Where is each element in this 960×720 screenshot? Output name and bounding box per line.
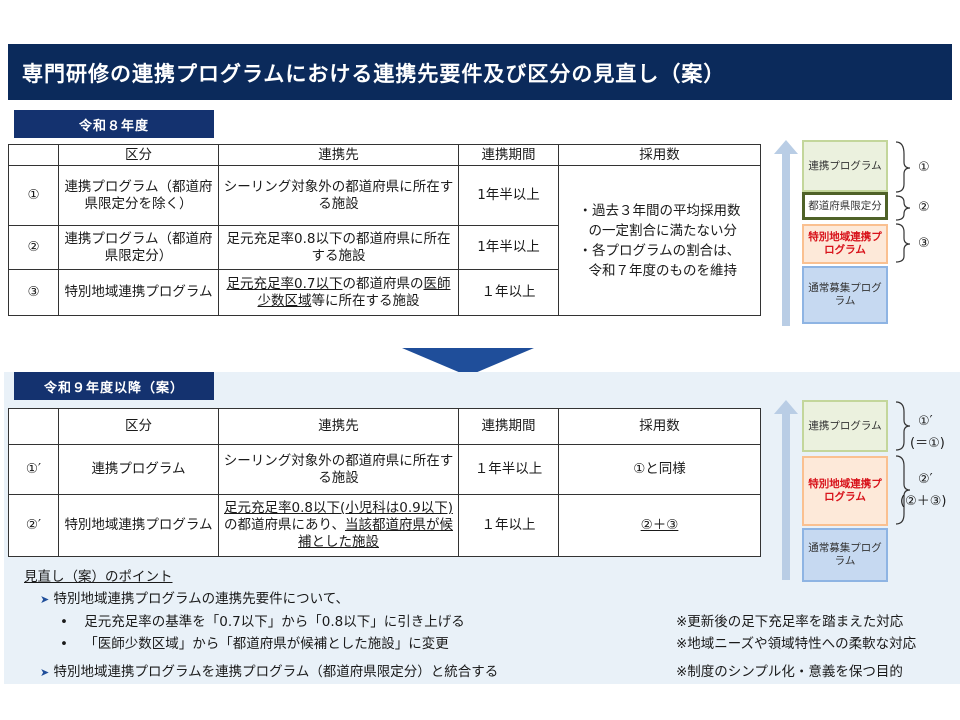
point-subitem: • 足元充足率の基準を「0.7以下」から「0.8以下」に引き上げる (60, 610, 465, 630)
table-row: ② 連携プログラム（都道府県限定分） 足元充足率0.8以下の都道府県に所在する施… (8, 225, 761, 270)
points-title: 見直し（案）のポイント (24, 569, 173, 585)
recruit-note-line: ・各プログラムの割合は、 (578, 242, 741, 259)
recruit-note-cell: ・過去３年間の平均採用数 の一定割合に満たない分 ・各プログラムの割合は、 令和… (558, 165, 761, 316)
header-recruit: 採用数 (558, 408, 761, 445)
header-period: 連携期間 (458, 144, 559, 166)
partner-text: 等に所在する施設 (311, 292, 420, 309)
row-category: 連携プログラム (58, 444, 219, 495)
up-arrow-icon (774, 400, 798, 580)
point-text: 足元充足率の基準を「0.7以下」から「0.8以下」に引き上げる (84, 614, 465, 630)
point-text: 特別地域連携プログラムを連携プログラム（都道府県限定分）と統合する (53, 664, 499, 680)
bracket-icon (895, 141, 911, 263)
diagram-label: ①′ (918, 414, 933, 429)
bullet-arrow-icon: ➤ (40, 666, 50, 679)
diagram-label: ① (918, 160, 930, 175)
header-period: 連携期間 (458, 408, 559, 445)
point-subitem: • 「医師少数区域」から「都道府県が候補とした施設」に変更 (60, 632, 449, 652)
header-num (8, 144, 59, 166)
point-text: 特別地域連携プログラムの連携先要件について、 (53, 591, 350, 607)
bracket-icon (895, 401, 911, 525)
row-period: １年半以上 (458, 444, 559, 495)
header-category: 区分 (58, 408, 219, 445)
row-category: 特別地域連携プログラム (58, 494, 219, 557)
partner-underlined: 足元充足率0.7以下 (226, 275, 343, 292)
row-num: ① (8, 165, 59, 226)
table-row: ① 連携プログラム（都道府県限定分を除く） シーリング対象外の都道府県に所在する… (8, 165, 761, 316)
bullet-arrow-icon: ➤ (40, 593, 50, 606)
header-partner: 連携先 (218, 144, 459, 166)
row-category: 連携プログラム（都道府県限定分） (58, 225, 219, 270)
row-period: １年以上 (458, 269, 559, 316)
header-num (8, 408, 59, 445)
section1-table: 区分 連携先 連携期間 採用数 ① 連携プログラム（都道府県限定分を除く） シー… (8, 144, 761, 316)
box-normal-program: 通常募集プログラム (802, 266, 888, 324)
table-row: ③ 特別地域連携プログラム 足元充足率0.7以下の都道府県の医師少数区域等に所在… (8, 269, 761, 316)
section2-table: 区分 連携先 連携期間 採用数 ①′ 連携プログラム シーリング対象外の都道府県… (8, 408, 761, 557)
diagram-label: ②′ (918, 472, 933, 487)
row-num: ② (8, 225, 59, 270)
row-partner: 足元充足率0.8以下の都道府県に所在する施設 (218, 225, 459, 270)
box-special-region-program: 特別地域連携プログラム (802, 456, 888, 526)
recruit-note-line: 令和７年度のものを維持 (588, 262, 738, 279)
partner-underlined: 医師少数区域 (257, 275, 451, 309)
section2-tag: 令和９年度以降（案） (14, 372, 214, 400)
point-item: ➤ 特別地域連携プログラムを連携プログラム（都道府県限定分）と統合する (40, 660, 498, 680)
header-category: 区分 (58, 144, 219, 166)
row-partner: シーリング対象外の都道府県に所在する施設 (218, 444, 459, 495)
row-partner: 足元充足率0.8以下(小児科は0.9以下)の都道府県にあり、当該都道府県が候補と… (218, 494, 459, 557)
partner-underlined: 当該都道府県が候補とした施設 (298, 517, 453, 550)
row-recruit: ②＋③ (558, 494, 761, 557)
row-num: ③ (8, 269, 59, 316)
box-renkei-program: 連携プログラム (802, 140, 888, 192)
header-recruit: 採用数 (558, 144, 761, 166)
diagram-label: (②＋③) (900, 494, 947, 509)
table-header-row: 区分 連携先 連携期間 採用数 (8, 408, 761, 445)
point-note: ※制度のシンプル化・意義を保つ目的 (676, 664, 903, 680)
row-period: １年以上 (458, 494, 559, 557)
box-renkei-program: 連携プログラム (802, 400, 888, 452)
table-row: ②′ 特別地域連携プログラム 足元充足率0.8以下(小児科は0.9以下)の都道府… (8, 494, 761, 557)
point-item: ➤ 特別地域連携プログラムの連携先要件について、 (40, 587, 349, 607)
row-partner: 足元充足率0.7以下の都道府県の医師少数区域等に所在する施設 (218, 269, 459, 316)
row-recruit: ①と同様 (558, 444, 761, 495)
diagram-label: ② (918, 200, 930, 215)
table-header-row: 区分 連携先 連携期間 採用数 (8, 144, 761, 166)
point-note: ※更新後の足下充足率を踏まえた対応 (676, 614, 904, 630)
bullet-dot-icon: • (60, 636, 68, 652)
bullet-dot-icon: • (60, 614, 68, 630)
point-text: 「医師少数区域」から「都道府県が候補とした施設」に変更 (84, 636, 449, 652)
box-normal-program: 通常募集プログラム (802, 528, 888, 582)
row-category: 特別地域連携プログラム (58, 269, 219, 316)
box-special-region-program: 特別地域連携プログラム (802, 224, 888, 264)
row-num: ②′ (8, 494, 59, 557)
diagram-label: ③ (918, 236, 930, 251)
row-period: 1年半以上 (458, 165, 559, 226)
partner-text: の都道府県の (342, 275, 424, 292)
point-note: ※地域ニーズや領域特性への柔軟な対応 (676, 636, 917, 652)
row-period: 1年半以上 (458, 225, 559, 270)
row-partner: シーリング対象外の都道府県に所在する施設 (218, 165, 459, 226)
row-num: ①′ (8, 444, 59, 495)
section1-tag: 令和８年度 (14, 110, 214, 138)
diagram-label: (＝①) (910, 436, 945, 451)
header-partner: 連携先 (218, 408, 459, 445)
up-arrow-icon (774, 140, 798, 326)
table-row: ①′ 連携プログラム シーリング対象外の都道府県に所在する施設 １年半以上 ①と… (8, 444, 761, 495)
partner-text: の都道府県にあり、 (224, 517, 345, 533)
recruit-note-line: の一定割合に満たない分 (588, 222, 738, 239)
title-bar (8, 44, 952, 100)
box-prefecture-limited: 都道府県限定分 (802, 192, 888, 220)
down-arrow-icon (402, 348, 534, 376)
recruit-note-line: ・過去３年間の平均採用数 (578, 202, 741, 219)
partner-underlined: 足元充足率0.8以下(小児科は0.9以下) (224, 500, 453, 516)
row-category: 連携プログラム（都道府県限定分を除く） (58, 165, 219, 226)
page-title: 専門研修の連携プログラムにおける連携先要件及び区分の見直し（案） (22, 62, 726, 86)
